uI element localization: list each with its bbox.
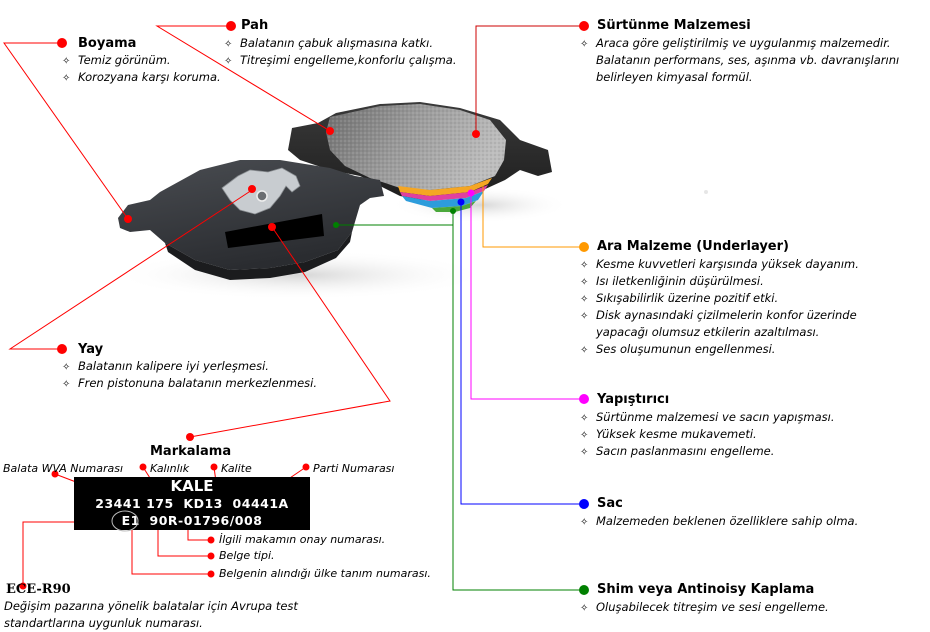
bullet-star-icon: ✧	[62, 73, 71, 84]
sac-dot	[579, 499, 589, 509]
pah-leader	[155, 25, 331, 132]
e1-circle	[111, 510, 139, 532]
yapistirici-dot	[579, 394, 589, 404]
yay-leader	[8, 189, 253, 350]
wva-label: Balata WVA Numarası	[3, 462, 124, 475]
boyama-item: ✧Temiz görünüm.	[62, 52, 171, 70]
wva-dot	[51, 470, 59, 478]
rear-brake-pad	[288, 102, 552, 212]
callout-dots	[19, 21, 589, 595]
shim-dot	[579, 585, 589, 595]
boyama-item: ✧Korozyana karşı koruma.	[62, 69, 221, 87]
bullet-star-icon: ✧	[580, 277, 589, 288]
shim-item: ✧Oluşabilecek titreşim ve sesi engelleme…	[580, 599, 829, 617]
thickness-label: Kalınlık	[150, 462, 190, 475]
yapistirici-item: ✧Yüksek kesme mukavemeti.	[580, 426, 757, 444]
bullet-star-icon: ✧	[580, 430, 589, 441]
bullet-star-icon: ✧	[580, 294, 589, 305]
ece-title: ECE-R90	[6, 582, 71, 597]
quality-label: Kalite	[221, 462, 252, 475]
markalama-dot	[186, 433, 194, 441]
surtunme-leader	[475, 25, 582, 133]
country-leader	[131, 526, 210, 575]
plate-brand: KALE	[170, 477, 214, 495]
surtunme-item: Balatanın performans, ses, aşınma vb. da…	[596, 53, 900, 67]
approval-dot	[207, 536, 215, 544]
bullet-star-icon: ✧	[580, 260, 589, 271]
thickness-dot	[139, 463, 147, 471]
yapistirici-title: Yapıştırıcı	[597, 392, 670, 407]
bullet-star-icon: ✧	[580, 413, 589, 424]
bullet-star-icon: ✧	[580, 517, 589, 528]
front-pad-backplate	[118, 160, 384, 270]
markalama-leader	[189, 226, 391, 438]
bullet-star-icon: ✧	[580, 603, 589, 614]
doctype-dot	[207, 552, 215, 560]
bullet-star-icon: ✧	[580, 39, 589, 50]
front-brake-pad	[118, 160, 384, 280]
bullet-star-icon: ✧	[62, 379, 71, 390]
pah-item: ✧Balatanın çabuk alışmasına katkı.	[224, 35, 433, 53]
batch-label: Parti Numarası	[313, 462, 395, 475]
ara-item: ✧Ses oluşumunun engellenmesi.	[580, 341, 775, 359]
batch-dot	[302, 463, 310, 471]
pah-dot	[226, 21, 236, 31]
boyama-dot	[57, 38, 67, 48]
ece-leader	[22, 521, 108, 585]
approval-note: İlgili makamın onay numarası.	[219, 533, 386, 546]
yay-dot	[57, 344, 67, 354]
surtunme-dot	[579, 21, 589, 31]
ara-item: ✧Disk aynasındaki çizilmelerin konfor üz…	[580, 307, 857, 325]
shim-layer	[432, 201, 476, 212]
ara-item: ✧Kesme kuvvetleri karşısında yüksek daya…	[580, 256, 859, 274]
surtunme-item: belirleyen kimyasal formül.	[596, 70, 753, 84]
quality-dot	[210, 463, 218, 471]
country-dot	[207, 570, 215, 578]
surtunme-item: ✧Araca göre geliştirilmiş ve uygulanmış …	[580, 35, 891, 53]
yay-item: ✧Fren pistonuna balatanın merkezlenmesi.	[62, 375, 317, 393]
yapistirici-leader	[470, 193, 584, 400]
bullet-star-icon: ✧	[62, 56, 71, 67]
doctype-leader	[157, 525, 210, 557]
plate-line-approval: E1 90R-01796/008	[121, 513, 263, 528]
yay-title: Yay	[78, 342, 104, 357]
ara-item: ✧Sıkışabilirlik üzerine pozitif etki.	[580, 290, 778, 308]
leader-lines	[3, 25, 584, 591]
shim-title: Shim veya Antinoisy Kaplama	[597, 582, 815, 597]
surtunme-title: Sürtünme Malzemesi	[597, 18, 751, 33]
ara-title: Ara Malzeme (Underlayer)	[597, 239, 789, 254]
ara-item: yapacağı olumsuz etkilerin azaltılması.	[596, 325, 820, 339]
country-note: Belgenin alındığı ülke tanım numarası.	[219, 567, 431, 580]
bullet-star-icon: ✧	[580, 345, 589, 356]
boyama-leader	[3, 42, 129, 220]
bullet-star-icon: ✧	[224, 56, 233, 67]
ece-desc: Değişim pazarına yönelik balatalar için …	[4, 599, 298, 613]
markalama-title: Markalama	[150, 444, 232, 459]
bullet-star-icon: ✧	[62, 362, 71, 373]
ara-item: ✧Isı iletkenliğinin düşürülmesi.	[580, 273, 764, 291]
ara-dot	[579, 242, 589, 252]
pah-item: ✧Titreşimi engelleme,konforlu çalışma.	[224, 52, 457, 70]
ece-desc: standartlarına uygunluk numarası.	[4, 616, 203, 630]
bullet-star-icon: ✧	[224, 39, 233, 50]
ece-dot	[19, 582, 27, 590]
pah-title: Pah	[241, 18, 269, 33]
sac-item: ✧Malzemeden beklenen özelliklere sahip o…	[580, 513, 858, 531]
bullet-star-icon: ✧	[580, 311, 589, 322]
adhesive-layer	[400, 185, 488, 201]
doctype-note: Belge tipi.	[219, 549, 275, 562]
yapistirici-item: ✧Sacın paslanmasını engelleme.	[580, 443, 774, 461]
sac-title: Sac	[597, 496, 623, 511]
plate-line-codes: 23441 175 KD13 04441A	[95, 496, 289, 511]
yay-item: ✧Balatanın kalipere iyi yerleşmesi.	[62, 358, 269, 376]
bullet-star-icon: ✧	[580, 447, 589, 458]
approval-leader	[187, 525, 210, 541]
shim-leader	[452, 211, 584, 591]
yapistirici-item: ✧Sürtünme malzemesi ve sacın yapışması.	[580, 409, 834, 427]
sac-leader	[460, 202, 584, 505]
boyama-title: Boyama	[78, 36, 137, 51]
spring-clip-hole	[256, 190, 268, 202]
marking-plate: KALE 23441 175 KD13 04441A E1 90R-01796/…	[74, 477, 310, 530]
ara-leader	[482, 186, 584, 248]
